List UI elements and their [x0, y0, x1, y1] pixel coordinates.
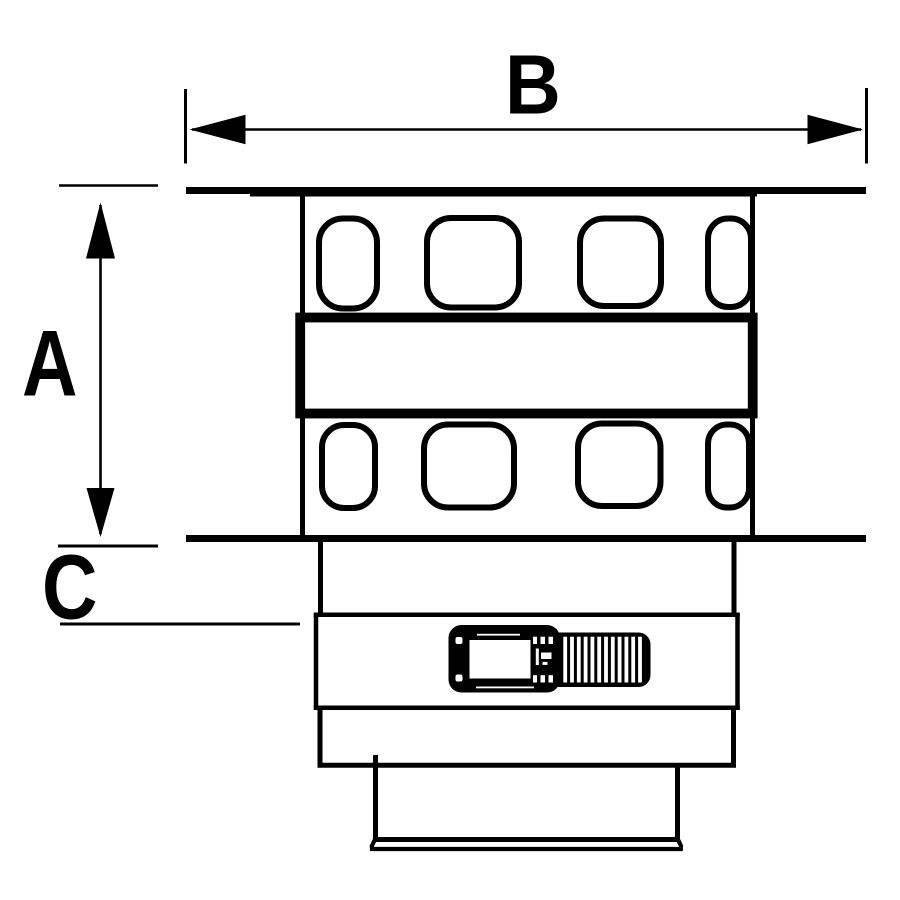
svg-text:A: A: [22, 310, 78, 415]
svg-text:C: C: [42, 536, 98, 638]
svg-text:B: B: [505, 37, 561, 132]
